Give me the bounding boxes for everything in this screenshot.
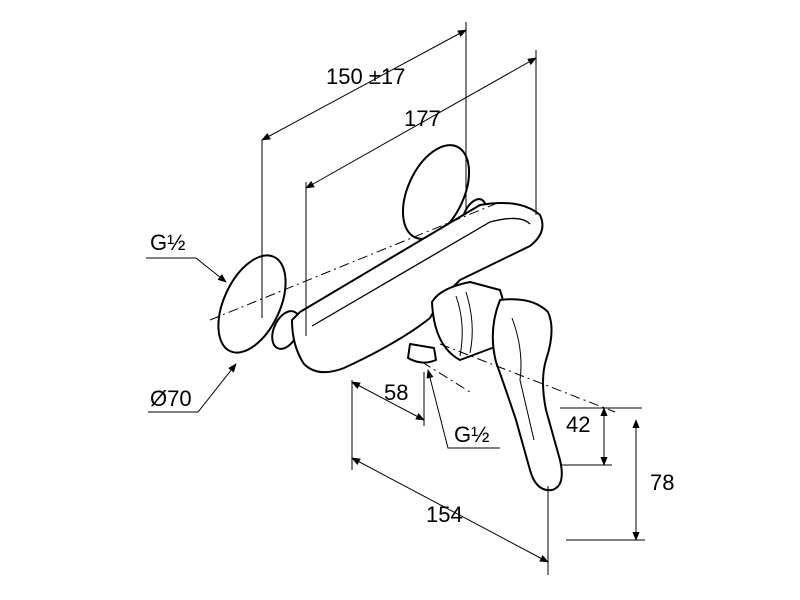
- label-outlet-offset: 58: [384, 380, 408, 405]
- dimline-154: [351, 457, 549, 563]
- lever-handle: [491, 298, 563, 492]
- label-inlet-thread: G½: [150, 230, 185, 255]
- label-projection: 154: [426, 502, 463, 527]
- dimline-177: [305, 57, 537, 189]
- centre-lines: [209, 201, 616, 413]
- body-ridge: [311, 217, 531, 327]
- label-width-total: 177: [404, 106, 441, 131]
- faucet-body-group: [217, 144, 563, 492]
- label-total-height: 78: [650, 470, 674, 495]
- label-handle-height: 42: [566, 412, 590, 437]
- dimension-lines: [146, 29, 640, 563]
- left-wall-rosette: [217, 254, 287, 354]
- leader-outlet-thread: [426, 369, 500, 449]
- dimline-58: [351, 381, 425, 421]
- label-rosette-diameter: Ø70: [150, 386, 192, 411]
- collar-knurl: [455, 291, 473, 357]
- label-outlet-thread: G½: [454, 422, 489, 447]
- dimension-labels: 150 ±17 177 G½ Ø70 58 G½ 42 78 154: [150, 64, 674, 527]
- lever-inner-line: [511, 317, 535, 441]
- shower-outlet: [407, 343, 437, 364]
- leader-inlet-thread: [146, 257, 227, 283]
- mixer-body: [291, 202, 544, 374]
- leader-rosette-diameter: [148, 363, 237, 413]
- label-width-adjustable: 150 ±17: [326, 64, 405, 89]
